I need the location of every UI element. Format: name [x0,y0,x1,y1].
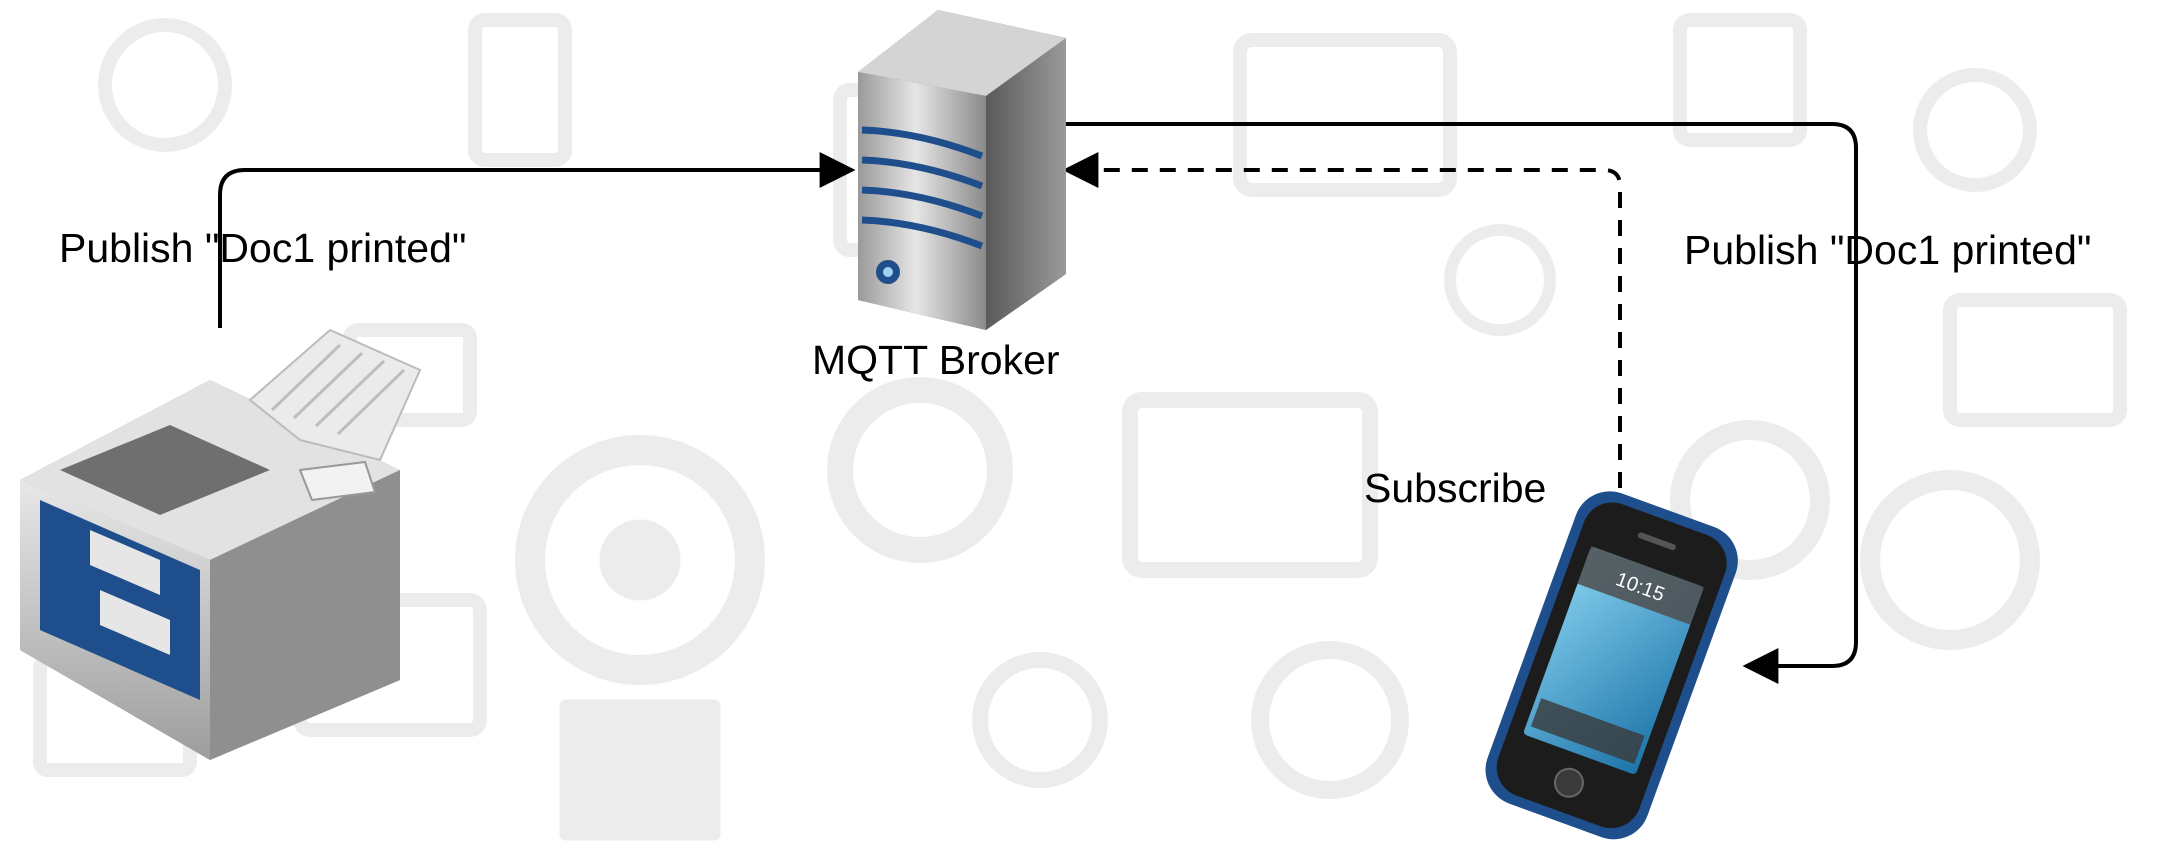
edge-broker-to-phone [1066,122,1858,684]
edge-printer-to-broker [218,152,856,328]
edge-label-publish-right: Publish "Doc1 printed" [1684,227,2092,273]
edge-label-subscribe: Subscribe [1364,465,1547,511]
background-pattern [33,13,2127,841]
broker-label: MQTT Broker [812,337,1060,383]
smartphone-icon: 10:15 [1485,491,1738,840]
server-icon [858,10,1066,330]
edge-label-publish-left: Publish "Doc1 printed" [59,225,467,271]
edge-phone-to-broker [1062,152,1622,488]
printer-icon [20,328,422,760]
